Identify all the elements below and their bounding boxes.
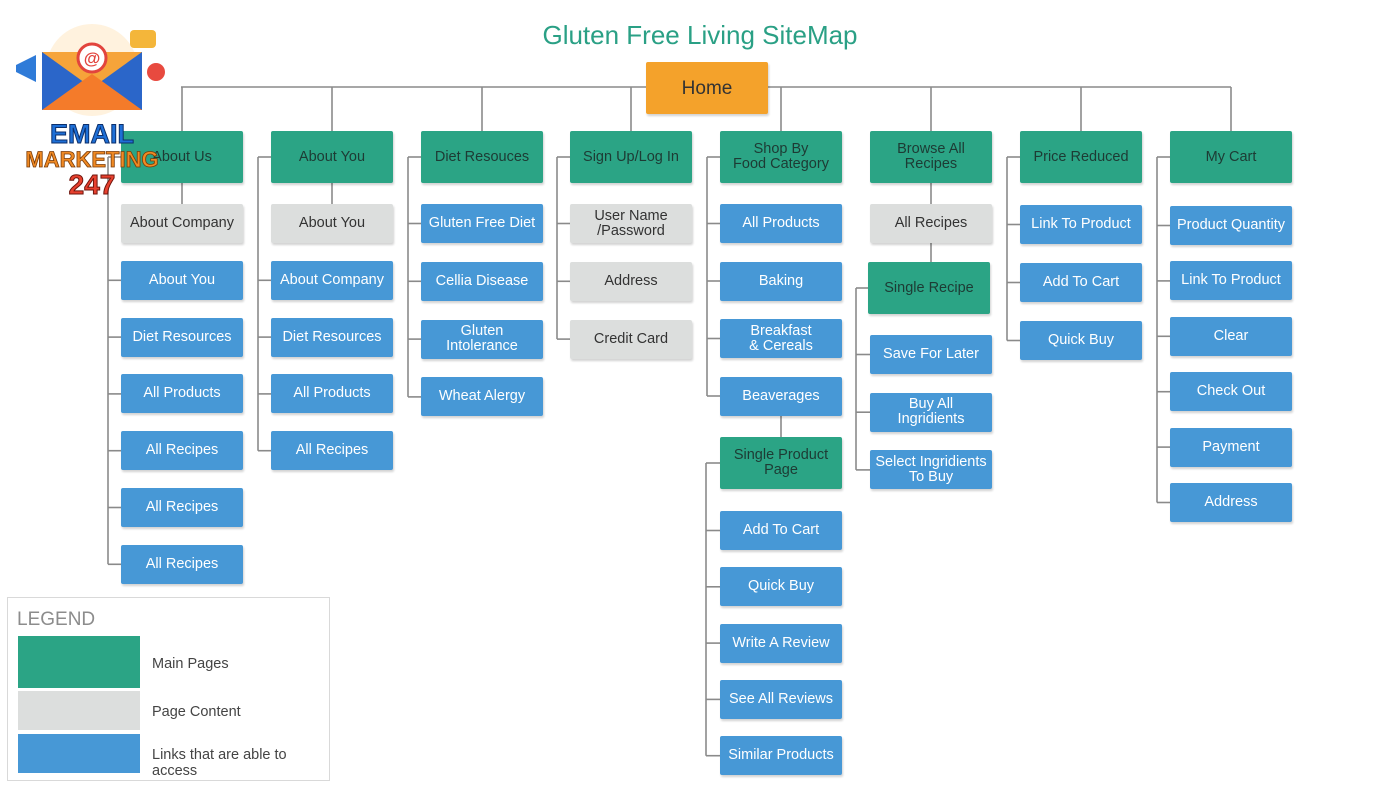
legend-swatch-content bbox=[18, 691, 140, 730]
link-node-about-company[interactable]: About Company bbox=[271, 260, 393, 300]
link-node-about-you[interactable]: About You bbox=[121, 260, 243, 300]
main-page-sign-up-log-in[interactable]: Sign Up/Log In bbox=[570, 131, 692, 183]
main-page-my-cart[interactable]: My Cart bbox=[1170, 131, 1292, 183]
link-node-wheat-alergy[interactable]: Wheat Alergy bbox=[421, 377, 543, 417]
link-node-breakfast-cereals[interactable]: Breakfast & Cereals bbox=[720, 319, 842, 358]
link-node-save-for-later[interactable]: Save For Later bbox=[870, 335, 992, 374]
link-node-all-recipes[interactable]: All Recipes bbox=[121, 431, 243, 471]
legend-title: LEGEND bbox=[17, 609, 96, 630]
link-node-beaverages[interactable]: Beaverages bbox=[720, 376, 842, 416]
link-node-diet-resources[interactable]: Diet Resources bbox=[121, 317, 243, 357]
link-node-link-to-product[interactable]: Link To Product bbox=[1020, 205, 1142, 244]
content-node-address[interactable]: Address bbox=[570, 261, 692, 301]
link-node-all-products[interactable]: All Products bbox=[271, 374, 393, 414]
link-node-cellia-disease[interactable]: Cellia Disease bbox=[421, 261, 543, 301]
link-node-payment[interactable]: Payment bbox=[1170, 427, 1292, 467]
link-node-diet-resources[interactable]: Diet Resources bbox=[271, 317, 393, 357]
legend-label-main: Main Pages bbox=[152, 656, 229, 672]
main-page-about-you[interactable]: About You bbox=[271, 131, 393, 183]
link-node-similar-products[interactable]: Similar Products bbox=[720, 736, 842, 776]
link-node-gluten-free-diet[interactable]: Gluten Free Diet bbox=[421, 204, 543, 243]
link-node-all-recipes[interactable]: All Recipes bbox=[121, 544, 243, 584]
legend-label-link: Links that are able to access bbox=[152, 747, 287, 779]
main-page-single-recipe[interactable]: Single Recipe bbox=[868, 262, 990, 314]
logo-line-247: 247 bbox=[69, 169, 116, 200]
link-node-gluten-intolerance[interactable]: Gluten Intolerance bbox=[421, 319, 543, 359]
link-node-baking[interactable]: Baking bbox=[720, 261, 842, 301]
email-marketing-logo: @ EMAIL MARKETING 247 bbox=[16, 24, 165, 200]
legend-swatch-link bbox=[18, 734, 140, 773]
link-node-add-to-cart[interactable]: Add To Cart bbox=[1020, 263, 1142, 302]
main-page-about-us[interactable]: About Us bbox=[121, 131, 243, 183]
link-node-all-recipes[interactable]: All Recipes bbox=[121, 488, 243, 527]
main-page-browse-all-recipes[interactable]: Browse All Recipes bbox=[870, 131, 992, 183]
main-page-price-reduced[interactable]: Price Reduced bbox=[1020, 131, 1142, 183]
link-node-all-products[interactable]: All Products bbox=[720, 204, 842, 243]
content-node-about-company[interactable]: About Company bbox=[121, 204, 243, 243]
legend: LEGEND Main Pages Page Content Links tha… bbox=[7, 597, 330, 781]
content-node-all-recipes[interactable]: All Recipes bbox=[870, 204, 992, 243]
legend-swatch-main bbox=[18, 636, 140, 688]
link-node-see-all-reviews[interactable]: See All Reviews bbox=[720, 679, 842, 719]
content-node-about-you[interactable]: About You bbox=[271, 204, 393, 243]
legend-label-content: Page Content bbox=[152, 704, 241, 720]
link-node-write-a-review[interactable]: Write A Review bbox=[720, 623, 842, 663]
home-node-home[interactable]: Home bbox=[646, 62, 768, 114]
logo-line-email: EMAIL bbox=[50, 119, 134, 149]
link-node-link-to-product[interactable]: Link To Product bbox=[1170, 261, 1292, 301]
link-node-all-recipes[interactable]: All Recipes bbox=[271, 431, 393, 471]
link-node-all-products[interactable]: All Products bbox=[121, 374, 243, 414]
link-node-clear[interactable]: Clear bbox=[1170, 316, 1292, 356]
link-node-address[interactable]: Address bbox=[1170, 483, 1292, 522]
main-page-shop-by-food-category[interactable]: Shop By Food Category bbox=[720, 131, 842, 183]
link-node-add-to-cart[interactable]: Add To Cart bbox=[720, 511, 842, 550]
content-node-user-name-password[interactable]: User Name /Password bbox=[570, 204, 692, 243]
link-node-buy-all-ingridients[interactable]: Buy All Ingridients bbox=[870, 392, 992, 432]
page-title: Gluten Free Living SiteMap bbox=[542, 20, 858, 50]
link-node-check-out[interactable]: Check Out bbox=[1170, 372, 1292, 412]
at-sign-icon: @ bbox=[84, 49, 101, 68]
link-node-quick-buy[interactable]: Quick Buy bbox=[720, 567, 842, 607]
content-node-credit-card[interactable]: Credit Card bbox=[570, 319, 692, 359]
link-node-product-quantity[interactable]: Product Quantity bbox=[1170, 206, 1292, 245]
main-page-single-product-page[interactable]: Single Product Page bbox=[720, 437, 842, 489]
link-node-select-ingridients-to-buy[interactable]: Select Ingridients To Buy bbox=[870, 450, 992, 490]
main-page-diet-resouces[interactable]: Diet Resouces bbox=[421, 131, 543, 183]
link-node-quick-buy[interactable]: Quick Buy bbox=[1020, 321, 1142, 360]
logo-line-marketing: MARKETING bbox=[25, 147, 158, 172]
